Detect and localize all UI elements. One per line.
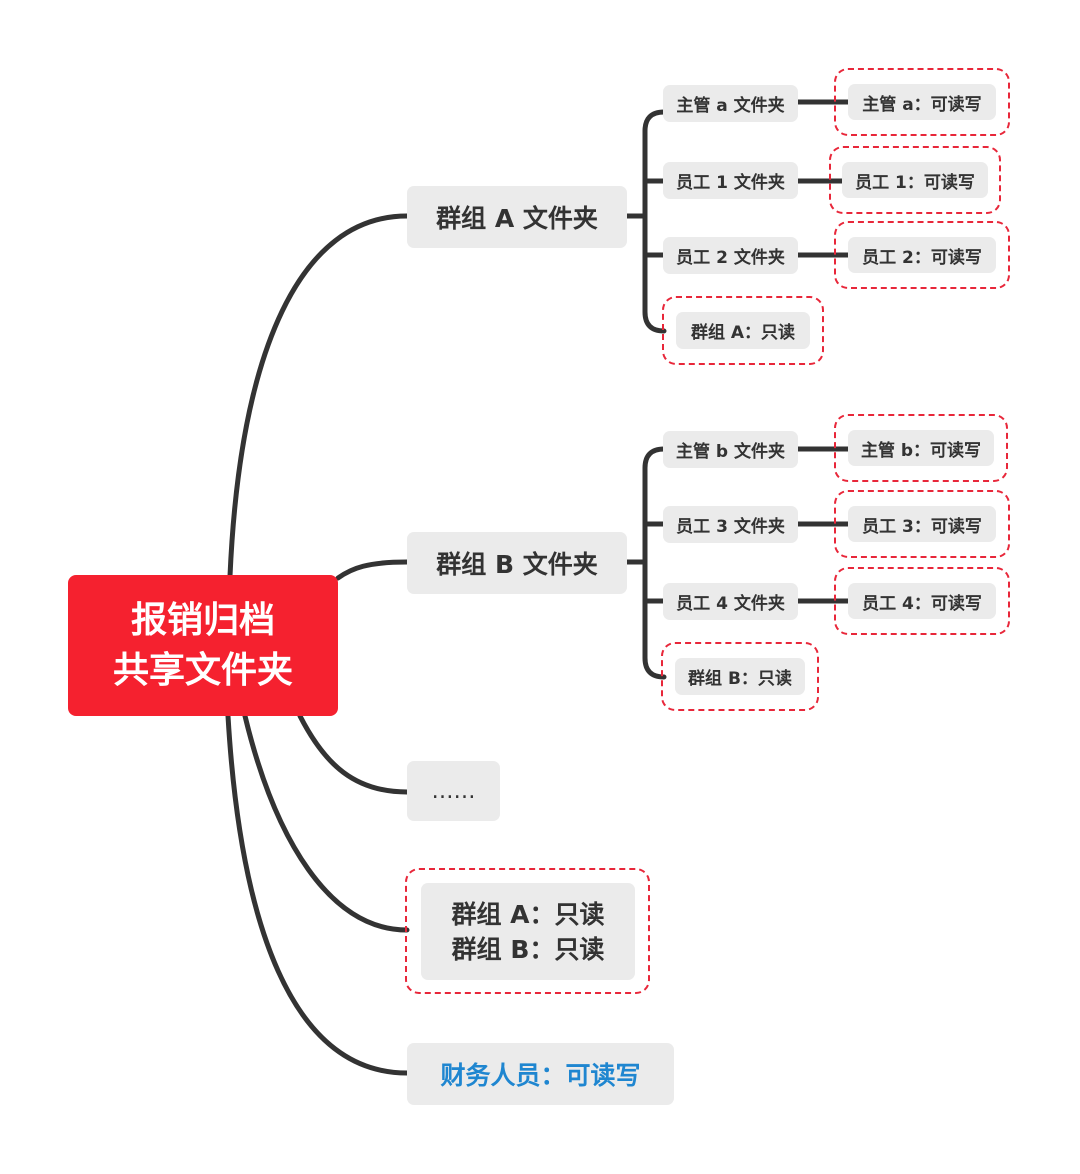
group-a-folder-node: 群组 A 文件夹: [407, 186, 627, 248]
employee-3-perm-frame: [834, 490, 1010, 558]
supervisor-b-perm-label: 主管 b：可读写: [860, 440, 982, 461]
supervisor-a-folder-node: 主管 a 文件夹: [663, 85, 798, 122]
employee-1-folder-node: 员工 1 文件夹: [663, 162, 798, 199]
employee-1-perm-node: 员工 1：可读写: [842, 162, 988, 198]
supervisor-a-folder-label: 主管 a 文件夹: [676, 96, 785, 116]
supervisor-a-perm-label: 主管 a：可读写: [862, 94, 982, 115]
link-root-group-b: [335, 559, 410, 581]
group-b-folder-node: 群组 B 文件夹: [407, 532, 627, 594]
link-root-finance: [225, 713, 410, 1076]
root-perm-frame: [405, 868, 650, 994]
group-a-perm-frame: [662, 296, 824, 365]
employee-3-folder-node: 员工 3 文件夹: [663, 506, 798, 543]
group-a-folder-label: 群组 A 文件夹: [436, 204, 598, 233]
root-perm-line-1: 群组 A：只读: [451, 899, 605, 929]
root-line-2: 共享文件夹: [112, 649, 293, 691]
root-node: 报销归档 共享文件夹: [68, 575, 338, 716]
link-root-perm: [242, 713, 410, 933]
employee-2-perm-node: 员工 2：可读写: [848, 237, 996, 273]
employee-2-folder-label: 员工 2 文件夹: [676, 248, 785, 268]
employee-4-folder-label: 员工 4 文件夹: [676, 594, 785, 614]
employee-2-perm-label: 员工 2：可读写: [862, 247, 982, 268]
ellipsis-node: ……: [407, 761, 500, 821]
group-b-perm-frame: [661, 642, 819, 711]
trunk-group-a: [642, 109, 667, 334]
root-perm-node: 群组 A：只读 群组 B：只读: [421, 883, 635, 980]
employee-4-perm-node: 员工 4：可读写: [848, 583, 996, 619]
supervisor-b-perm-node: 主管 b：可读写: [848, 430, 994, 466]
finance-perm-label: 财务人员：可读写: [440, 1061, 641, 1090]
root-perm-line-2: 群组 B：只读: [451, 934, 605, 964]
supervisor-b-folder-label: 主管 b 文件夹: [675, 442, 785, 462]
employee-4-folder-node: 员工 4 文件夹: [663, 583, 798, 620]
employee-4-perm-frame: [834, 567, 1010, 635]
trunk-group-b: [642, 446, 667, 680]
employee-3-folder-label: 员工 3 文件夹: [676, 517, 785, 537]
supervisor-a-perm-node: 主管 a：可读写: [848, 84, 996, 120]
group-b-perm-label: 群组 B：只读: [688, 669, 792, 689]
employee-3-perm-node: 员工 3：可读写: [848, 506, 996, 542]
group-b-folder-label: 群组 B 文件夹: [436, 550, 598, 579]
supervisor-a-perm-frame: [834, 68, 1010, 136]
employee-1-folder-label: 员工 1 文件夹: [676, 173, 785, 193]
ellipsis-label: ……: [431, 778, 476, 804]
employee-3-perm-label: 员工 3：可读写: [862, 516, 982, 537]
finance-perm-node: 财务人员：可读写: [407, 1043, 674, 1105]
link-root-ellipsis: [297, 713, 410, 795]
group-b-perm-node: 群组 B：只读: [675, 658, 805, 695]
supervisor-b-folder-node: 主管 b 文件夹: [663, 431, 798, 468]
root-line-1: 报销归档: [130, 599, 275, 641]
employee-2-folder-node: 员工 2 文件夹: [663, 237, 798, 274]
employee-1-perm-frame: [829, 146, 1001, 214]
group-a-perm-node: 群组 A：只读: [676, 312, 810, 349]
employee-1-perm-label: 员工 1：可读写: [855, 172, 975, 193]
employee-2-perm-frame: [834, 221, 1010, 289]
link-root-group-a: [227, 213, 410, 579]
group-a-perm-label: 群组 A：只读: [690, 323, 796, 343]
supervisor-b-perm-frame: [834, 414, 1008, 482]
employee-4-perm-label: 员工 4：可读写: [862, 593, 982, 614]
